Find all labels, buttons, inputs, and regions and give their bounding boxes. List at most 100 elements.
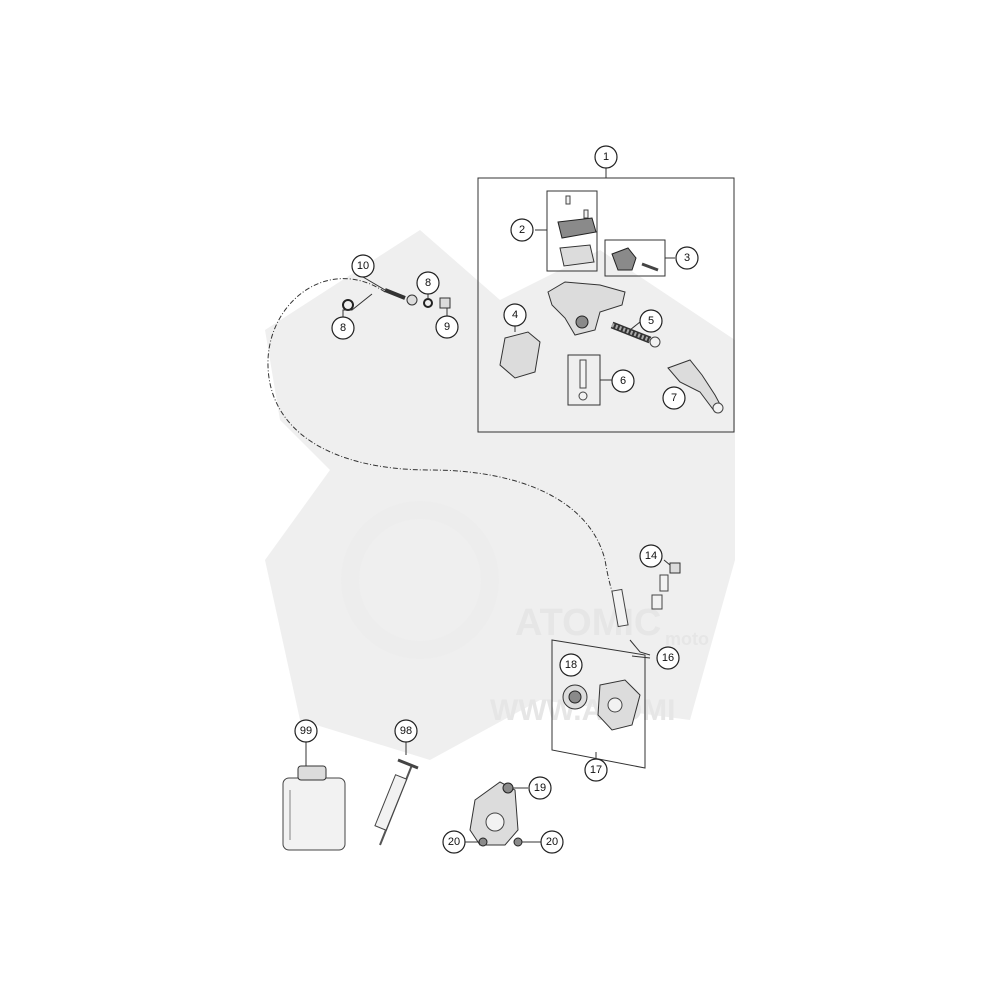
bleeder-nipple-icon (651, 594, 663, 610)
watermark-sub: moto (665, 629, 709, 649)
cover-box (546, 190, 598, 272)
callout-circle (662, 386, 686, 410)
leader-8a (342, 293, 373, 318)
callout-number: 4 (512, 309, 518, 321)
callout-98: 98 (394, 719, 418, 743)
callout-circle (584, 758, 608, 782)
clamp-icon (611, 247, 637, 271)
slave-cylinder-box (551, 639, 646, 769)
callout-5: 5 (639, 309, 663, 333)
callout-number: 6 (620, 375, 626, 387)
callout-number: 14 (645, 550, 657, 562)
screw-icon (478, 837, 488, 847)
callout-8: 8 (416, 271, 440, 295)
banjo-icon (406, 294, 418, 306)
callout-8: 8 (331, 316, 355, 340)
syringe-barrel-icon (374, 774, 408, 831)
banjo-bolt-icon (439, 297, 451, 309)
adjuster-nut-icon (578, 391, 588, 401)
callout-19: 19 (528, 776, 552, 800)
callout-circle (528, 776, 552, 800)
master-cylinder-body (547, 281, 626, 336)
callout-number: 17 (590, 764, 602, 776)
can-cap-icon (297, 765, 327, 781)
piston (610, 321, 661, 348)
watermark-brand: ATOMIC (515, 602, 661, 644)
callout-16: 16 (656, 646, 680, 670)
piston-cap-icon (649, 336, 661, 348)
callout-circle (351, 254, 375, 278)
callout-circle (639, 544, 663, 568)
watermark: ATOMIC moto WWW.ATOMI (265, 230, 735, 760)
clutch-hose (267, 278, 623, 621)
callout-number: 7 (671, 392, 677, 404)
grease-syringe (374, 758, 419, 846)
callout-circle (442, 830, 466, 854)
leader-16 (631, 655, 651, 659)
callout-circle (435, 315, 459, 339)
callout-3: 3 (675, 246, 699, 270)
bleeder-screw-icon (659, 574, 669, 592)
callout-number: 1 (603, 151, 609, 163)
callout-circle (639, 309, 663, 333)
adjuster-pin-icon (579, 359, 587, 389)
callout-circle (559, 653, 583, 677)
callout-6: 6 (611, 369, 635, 393)
hose-sleeve-icon (611, 588, 629, 628)
screw-icon (583, 209, 589, 219)
diaphragm-icon (559, 244, 595, 267)
callout-number: 9 (444, 321, 450, 333)
callout-number: 19 (534, 782, 546, 794)
nipple-icon (502, 782, 514, 794)
callout-number: 20 (546, 836, 558, 848)
callout-circle (656, 646, 680, 670)
leader-5 (629, 321, 641, 331)
callout-circle (510, 218, 534, 242)
callout-circle (611, 369, 635, 393)
screw-icon (513, 837, 523, 847)
callout-number: 8 (425, 277, 431, 289)
callout-14: 14 (639, 544, 663, 568)
callout-number: 10 (357, 260, 369, 272)
bracket-wire (629, 639, 651, 656)
callout-number: 18 (565, 659, 577, 671)
callout-number: 3 (684, 252, 690, 264)
callout-number: 98 (400, 725, 412, 737)
leader-10 (362, 276, 386, 291)
callout-9: 9 (435, 315, 459, 339)
lever-cover-icon (499, 331, 541, 379)
callout-number: 2 (519, 224, 525, 236)
lever-tip-icon (712, 402, 724, 414)
callout-circle (394, 719, 418, 743)
callout-4: 4 (503, 303, 527, 327)
slave-cylinder (562, 679, 641, 731)
callout-circle (675, 246, 699, 270)
can-body-icon (282, 777, 346, 851)
syringe-plunger-icon (397, 758, 419, 770)
watermark-shape (265, 230, 735, 760)
callout-circle (331, 316, 355, 340)
handlebar-clamp (611, 247, 659, 272)
callout-circle (294, 719, 318, 743)
callout-circle (416, 271, 440, 295)
callout-18: 18 (559, 653, 583, 677)
callout-number: 5 (648, 315, 654, 327)
clamp-pin-icon (641, 262, 659, 272)
callout-circle (594, 145, 618, 169)
cylinder-body-icon (547, 281, 626, 336)
callout-1: 1 (594, 145, 618, 169)
callout-circle (503, 303, 527, 327)
callout-20: 20 (540, 830, 564, 854)
callout-number: 8 (340, 322, 346, 334)
fluid-can (282, 765, 346, 851)
hose-end-icon (384, 288, 406, 300)
slave-cylinder-detail (469, 781, 523, 847)
bleeder-valve (651, 562, 681, 610)
bleeder-cap-icon (669, 562, 681, 574)
callout-number: 99 (300, 725, 312, 737)
adjuster-screw (578, 359, 588, 401)
reservoir-cover (557, 195, 597, 267)
callout-17: 17 (584, 758, 608, 782)
